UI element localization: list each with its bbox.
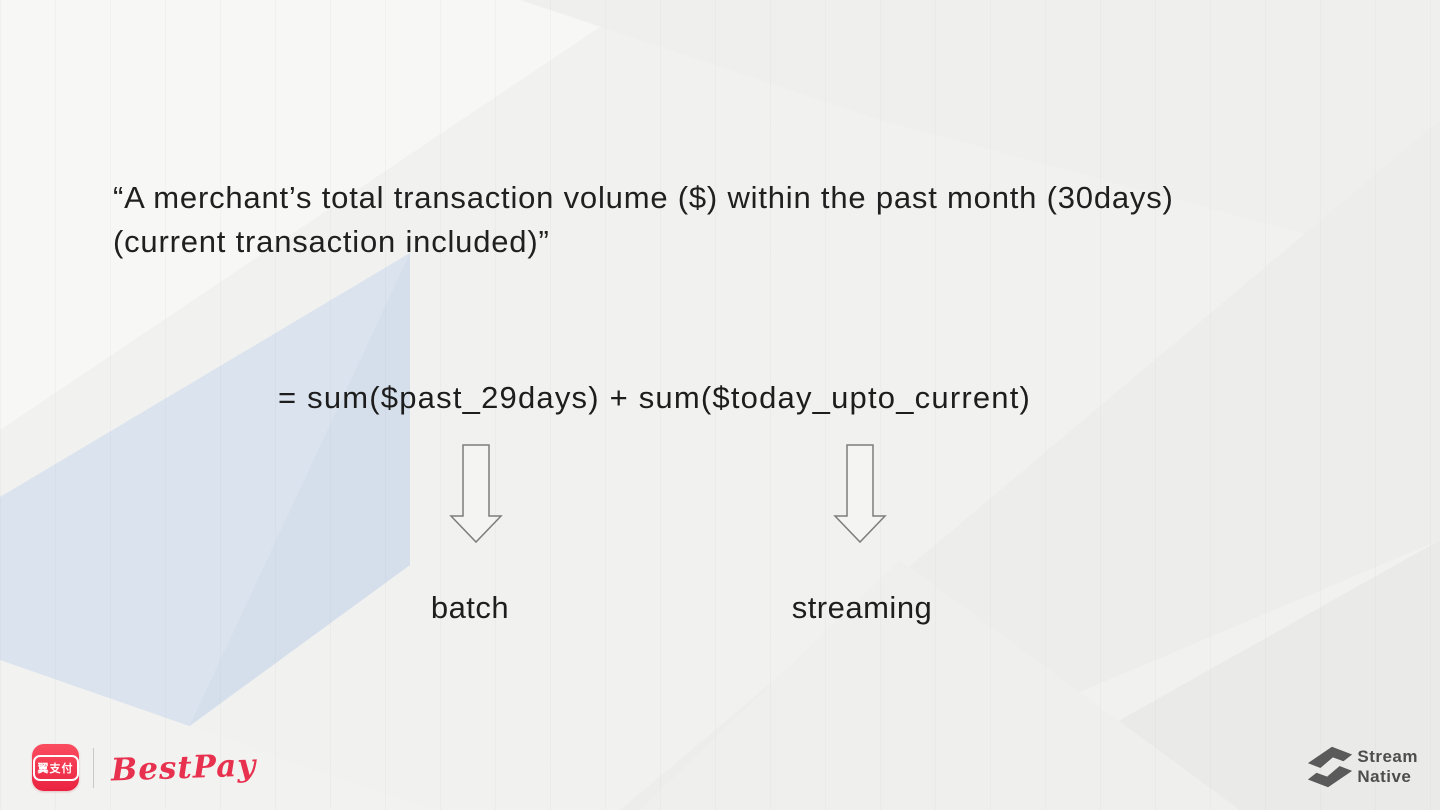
down-arrow-icon: [449, 444, 503, 544]
streamnative-wordmark-line2: Native: [1357, 767, 1412, 786]
quote-text: “A merchant’s total transaction volume (…: [113, 176, 1383, 264]
batch-label: batch: [430, 590, 510, 625]
streamnative-wordmark: Stream Native: [1357, 747, 1418, 787]
yizhifu-app-icon-label: 翼支付: [32, 754, 79, 781]
bestpay-branding: 翼支付 BestPay: [32, 744, 257, 791]
streamnative-branding: Stream Native: [1305, 740, 1418, 794]
streamnative-wordmark-line1: Stream: [1357, 747, 1418, 766]
streaming-label: streaming: [791, 590, 933, 625]
quote-line-2: (current transaction included)”: [113, 224, 550, 259]
yizhifu-app-icon: 翼支付: [32, 744, 79, 791]
quote-line-1: “A merchant’s total transaction volume (…: [113, 180, 1174, 215]
footer-divider: [93, 747, 94, 788]
streamnative-logo-icon: [1308, 746, 1353, 788]
bestpay-wordmark: BestPay: [110, 746, 257, 789]
down-arrow-icon: [833, 444, 887, 544]
formula-text: = sum($past_29days) + sum($today_upto_cu…: [278, 380, 1032, 415]
